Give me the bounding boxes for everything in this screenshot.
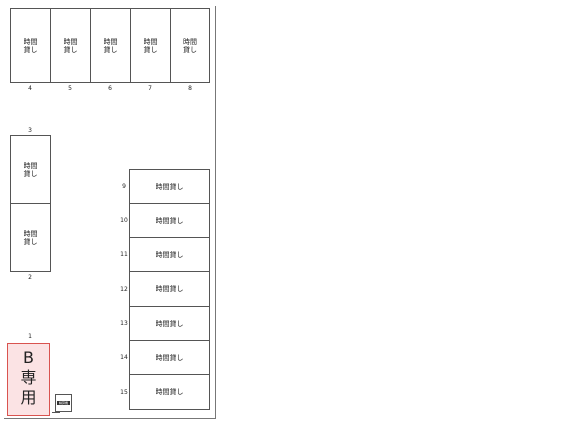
space-label: 時間貸し xyxy=(103,37,118,54)
pay-machine-base xyxy=(52,412,60,415)
pay-machine-label: 精算機 xyxy=(57,401,70,405)
parking-space-13: 時間貸し xyxy=(129,306,210,341)
space-label: 時間貸し xyxy=(63,37,78,54)
parking-space-2: 時間貸し xyxy=(10,203,51,272)
space-number: 13 xyxy=(120,320,128,327)
space-label: 時間貸し xyxy=(23,229,38,246)
parking-space-5: 時間貸し xyxy=(50,8,91,83)
parking-space-15: 時間貸し xyxy=(129,374,210,410)
space-number: 8 xyxy=(188,85,192,92)
space-label: 時間貸し xyxy=(155,182,184,191)
space-label: 時間貸し xyxy=(23,161,38,178)
space-number: 5 xyxy=(68,85,72,92)
parking-space-4: 時間貸し xyxy=(10,8,51,83)
parking-space-9: 時間貸し xyxy=(129,169,210,204)
parking-space-14: 時間貸し xyxy=(129,340,210,375)
pay-machine: 精算機 xyxy=(55,394,72,412)
space-label: 時間貸し xyxy=(143,37,158,54)
space-number: 12 xyxy=(120,286,128,293)
space-number: 4 xyxy=(28,85,32,92)
space-number: 7 xyxy=(148,85,152,92)
space-label: 時間貸し xyxy=(183,37,197,54)
reserved-space-1: B専用 xyxy=(7,343,50,416)
lot-boundary xyxy=(4,6,216,419)
space-number: 10 xyxy=(120,217,128,224)
space-label: 時間貸し xyxy=(155,388,184,396)
reserved-label: B専用 xyxy=(20,348,37,407)
space-number: 14 xyxy=(120,354,128,361)
parking-space-12: 時間貸し xyxy=(129,271,210,307)
space-label: 時間貸し xyxy=(155,285,184,293)
parking-space-10: 時間貸し xyxy=(129,203,210,238)
parking-space-3: 時間貸し xyxy=(10,135,51,204)
space-number: 1 xyxy=(28,333,32,340)
parking-space-7: 時間貸し xyxy=(130,8,171,83)
space-label: 時間貸し xyxy=(23,37,38,54)
parking-space-6: 時間貸し xyxy=(90,8,131,83)
space-label: 時間貸し xyxy=(155,319,184,328)
space-number: 9 xyxy=(122,183,126,190)
space-number: 11 xyxy=(120,251,128,258)
space-number: 15 xyxy=(120,389,128,396)
space-label: 時間貸し xyxy=(155,353,184,362)
space-label: 時間貸し xyxy=(155,216,184,225)
space-number: 6 xyxy=(108,85,112,92)
space-number: 3 xyxy=(28,127,32,134)
parking-space-11: 時間貸し xyxy=(129,237,210,272)
space-label: 時間貸し xyxy=(155,250,184,259)
parking-space-8: 時間貸し xyxy=(170,8,210,83)
space-number: 2 xyxy=(28,274,32,281)
